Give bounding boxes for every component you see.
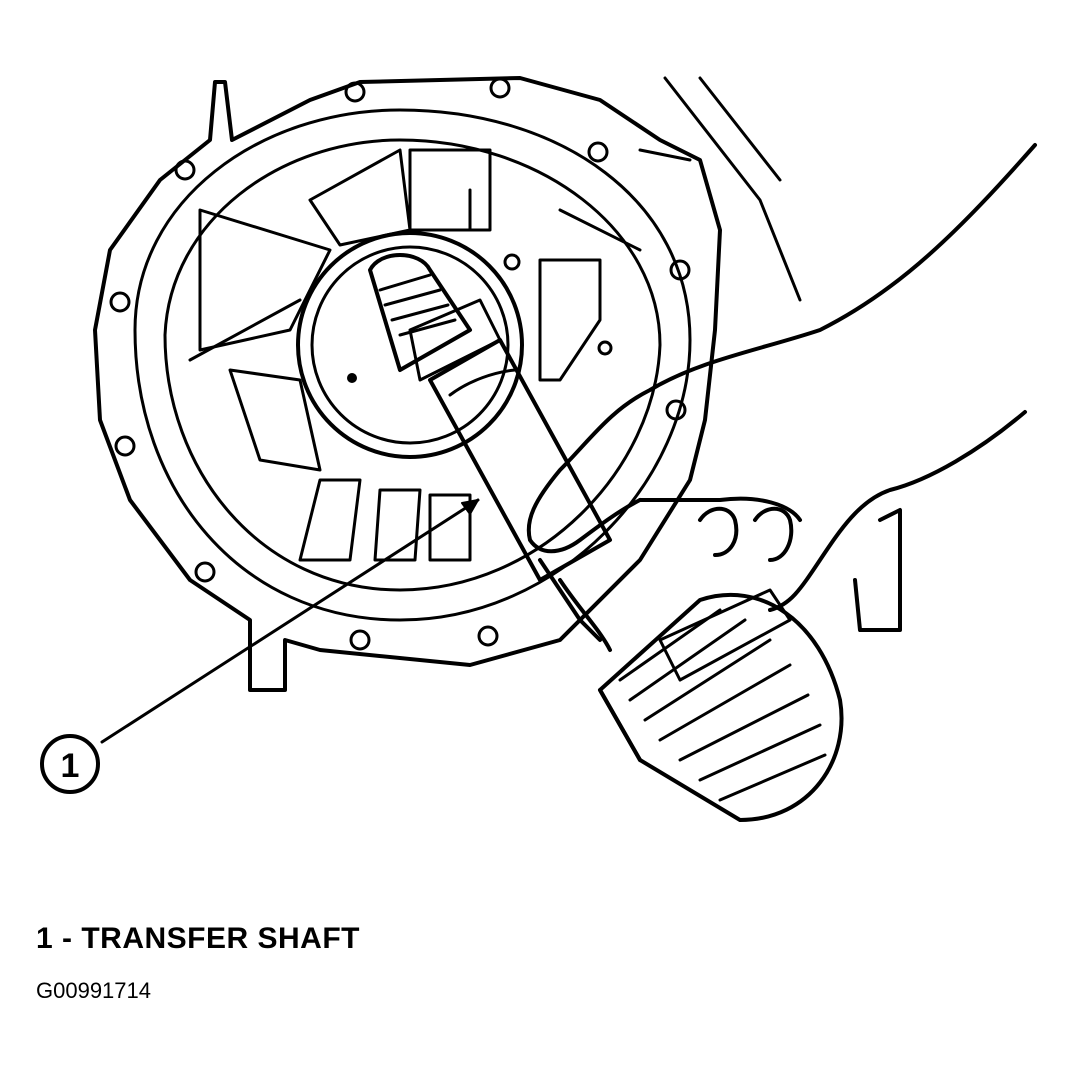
center-bore <box>296 231 524 459</box>
helical-gear <box>598 588 844 822</box>
figure-id: G00991714 <box>36 978 151 1003</box>
background-panel <box>663 76 802 302</box>
legend-entry: 1 - TRANSFER SHAFT <box>36 922 360 955</box>
callout-1: 1 <box>40 498 480 794</box>
callout-number: 1 <box>61 747 80 785</box>
bolt-holes <box>109 77 691 651</box>
transaxle-case <box>93 76 722 692</box>
transfer-shaft <box>368 253 612 582</box>
transfer-shaft-removal-illustration: 1 <box>40 76 1037 822</box>
technician-hands <box>526 143 1037 652</box>
case-ribs <box>188 148 692 562</box>
